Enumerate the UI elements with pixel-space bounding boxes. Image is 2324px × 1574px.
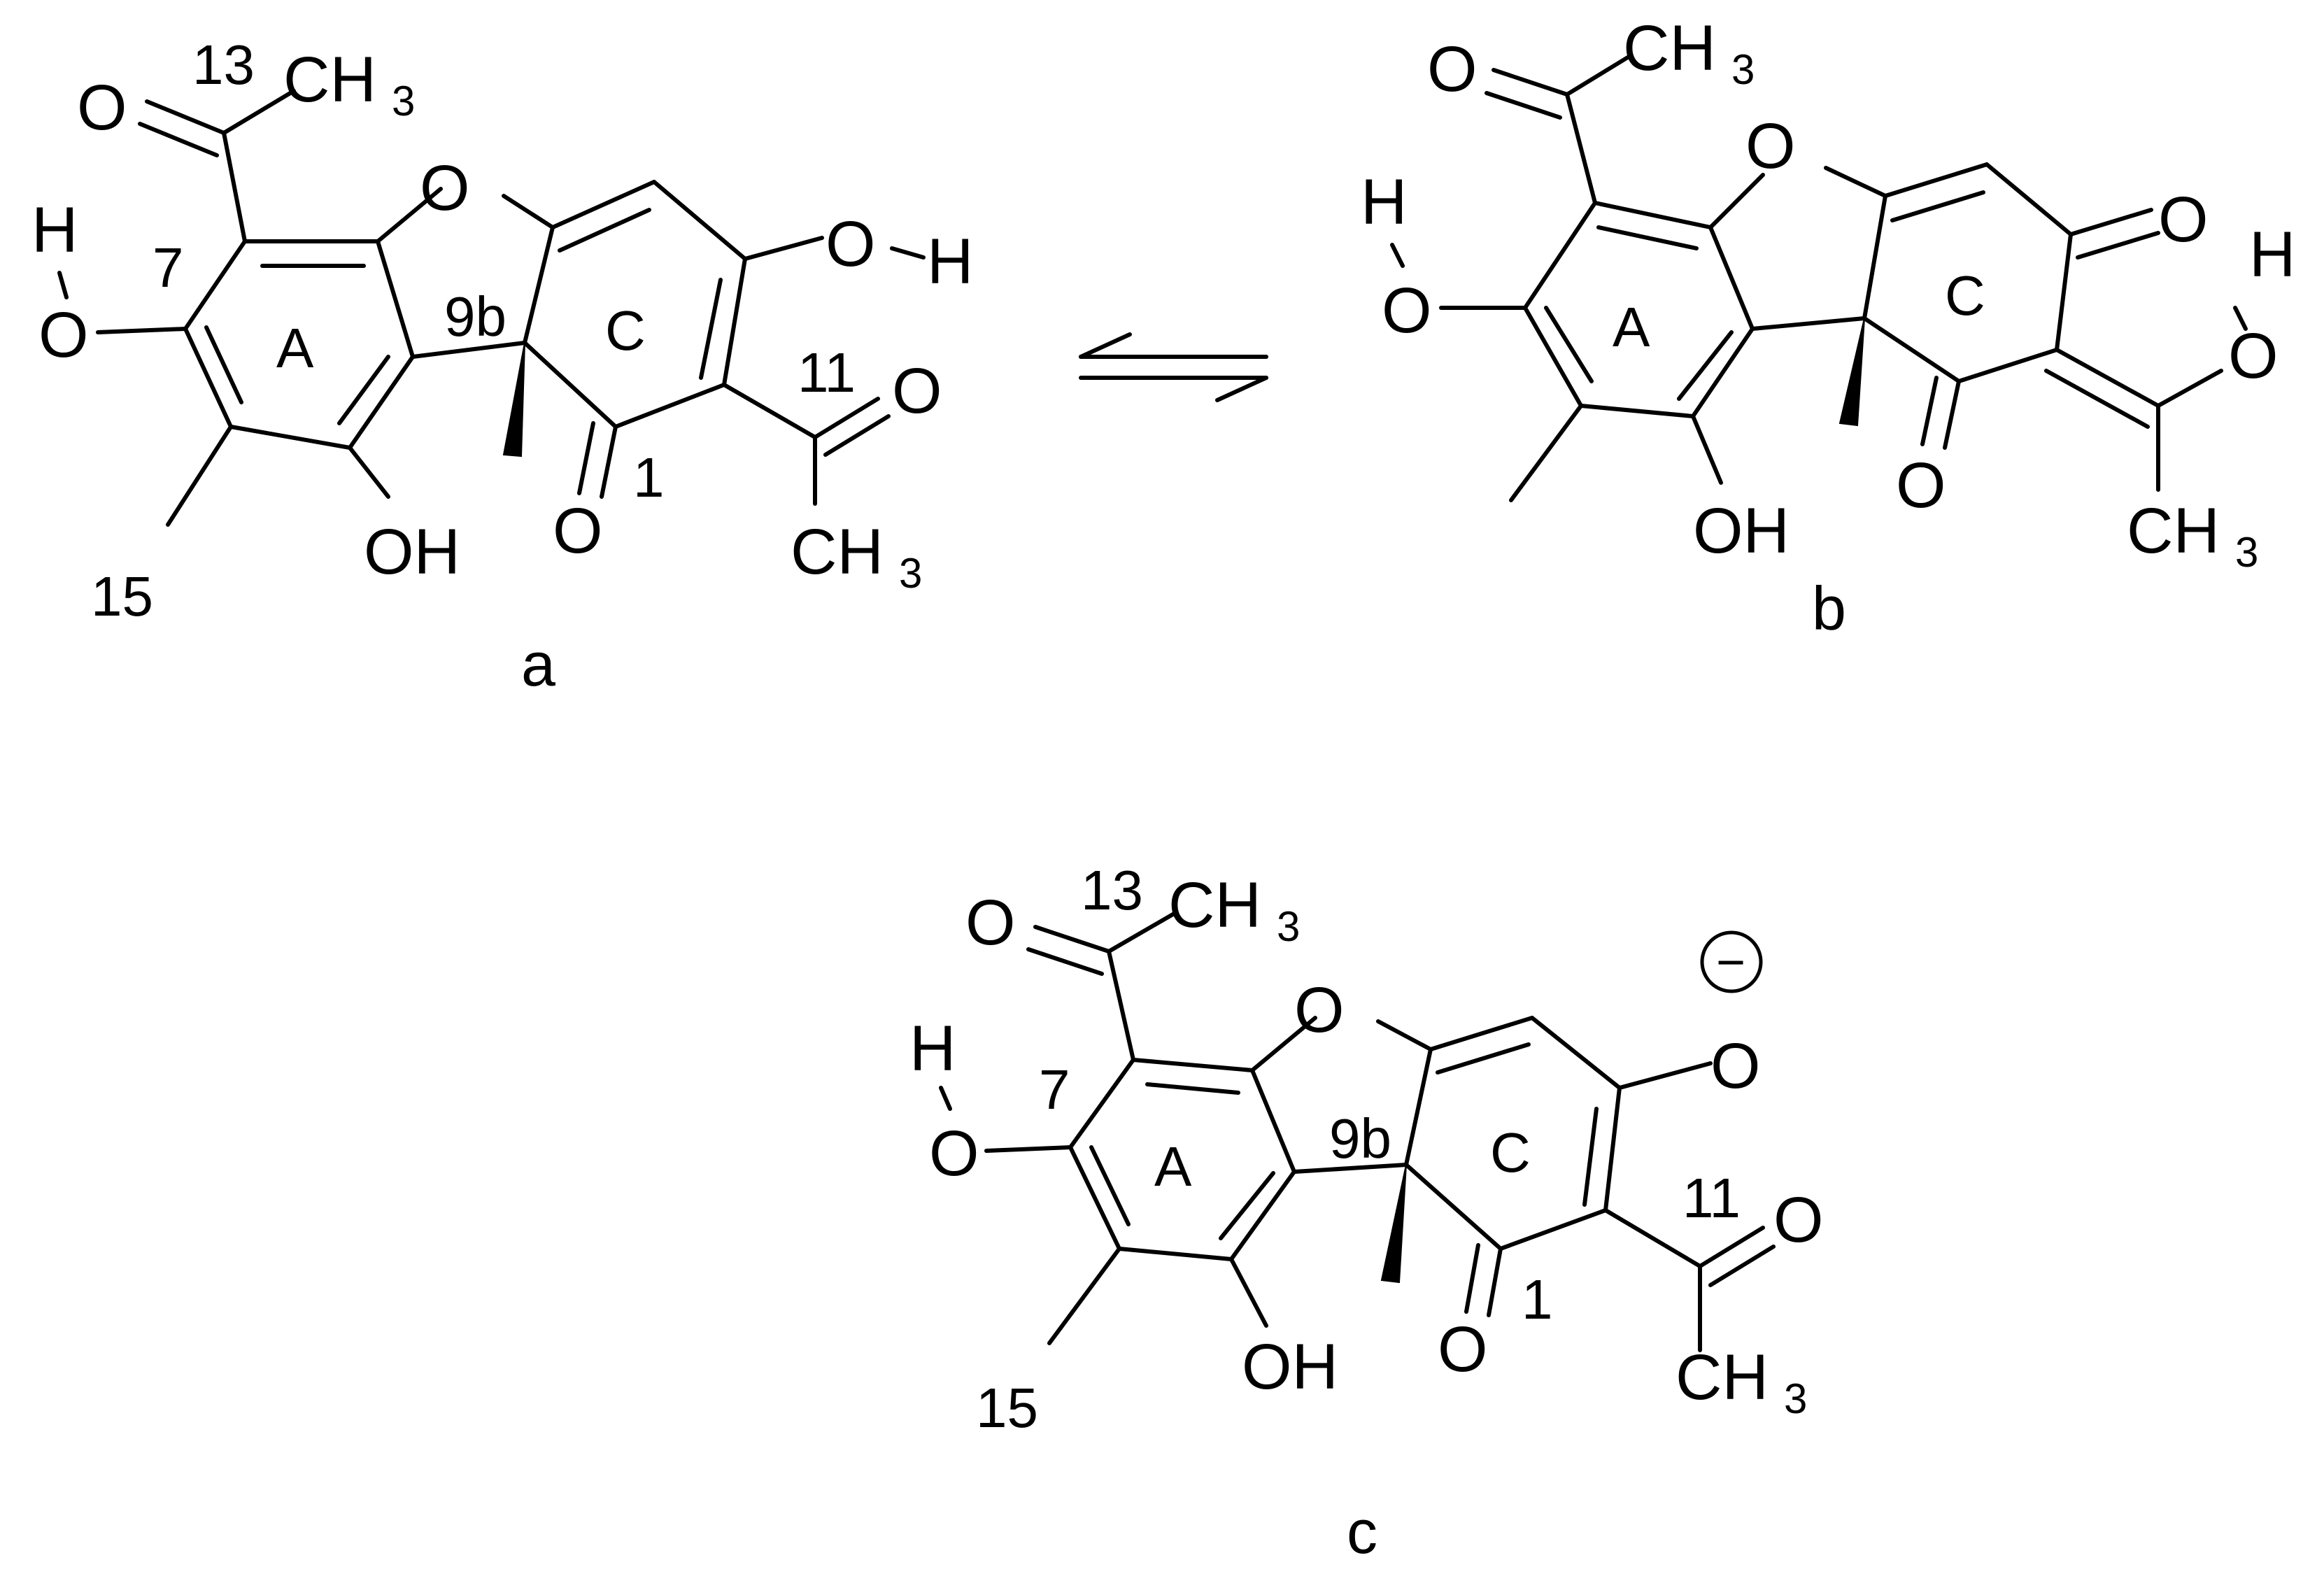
ch3-label: CH — [283, 44, 376, 115]
ch3-label: CH — [791, 516, 884, 588]
locant-15: 15 — [976, 1377, 1038, 1439]
subscript-3: 3 — [899, 550, 922, 597]
structure-caption-a: a — [521, 630, 555, 699]
locant-15: 15 — [91, 565, 153, 628]
oxygen-label: O — [965, 887, 1016, 958]
structure-b: O CH 3 O H O A C O H O O OH CH 3 b — [1361, 13, 2295, 643]
structure-c: − O 13 CH 3 O H O 7 A 9b C O 11 O 1 O OH… — [909, 859, 1824, 1566]
negative-charge-sign: − — [1716, 935, 1745, 991]
ch3-label: CH — [2127, 495, 2220, 567]
locant-9b: 9b — [444, 285, 506, 348]
hydrogen-label: H — [927, 226, 973, 297]
oxygen-label: O — [553, 495, 603, 567]
subscript-3: 3 — [1784, 1375, 1807, 1422]
ch3-label: CH — [1168, 870, 1261, 941]
oxygen-label: O — [77, 72, 127, 143]
structure-caption-b: b — [1812, 574, 1846, 643]
hydrogen-label: H — [909, 1013, 956, 1084]
hydroxyl-label: OH — [1242, 1331, 1338, 1403]
ch3-label: CH — [1675, 1342, 1769, 1413]
ring-label-c: C — [1945, 264, 1985, 327]
locant-7: 7 — [153, 236, 184, 299]
locant-7: 7 — [1039, 1058, 1070, 1121]
ch3-label: CH — [1623, 13, 1716, 84]
subscript-3: 3 — [2235, 529, 2258, 576]
oxygen-label: O — [892, 355, 942, 427]
oxygen-label: O — [1710, 1030, 1761, 1102]
furan-oxygen-label: O — [420, 153, 470, 224]
furan-oxygen-label: O — [1294, 974, 1345, 1046]
oxygen-label: O — [2228, 320, 2279, 392]
oxygen-label: O — [1438, 1314, 1488, 1385]
structure-a: O CH 3 13 O H O 7 A 9b C O H 11 O 1 O OH… — [31, 34, 973, 699]
ring-label-a: A — [1613, 296, 1650, 358]
locant-13: 13 — [1081, 859, 1143, 921]
hydrogen-label: H — [2249, 219, 2295, 290]
hydroxyl-label: OH — [364, 516, 460, 588]
structure-caption-c: c — [1347, 1497, 1377, 1566]
oxygen-label: O — [1382, 275, 1432, 346]
subscript-3: 3 — [1731, 46, 1755, 93]
ring-label-c: C — [605, 299, 646, 362]
subscript-3: 3 — [1277, 903, 1300, 950]
hydroxyl-label: OH — [1693, 495, 1790, 567]
locant-13: 13 — [192, 34, 255, 96]
oxygen-label: O — [1427, 34, 1478, 105]
oxygen-label: O — [929, 1118, 979, 1189]
hydrogen-label: H — [1361, 166, 1407, 238]
locant-11: 11 — [1682, 1167, 1741, 1229]
oxygen-label: O — [38, 299, 89, 371]
subscript-3: 3 — [392, 78, 415, 125]
ring-label-a: A — [276, 317, 314, 379]
oxygen-label: O — [1896, 450, 1946, 521]
oxygen-label: O — [2158, 184, 2209, 255]
locant-1: 1 — [633, 446, 665, 509]
locant-9b: 9b — [1329, 1107, 1391, 1170]
locant-1: 1 — [1522, 1268, 1553, 1331]
locant-11: 11 — [798, 341, 856, 404]
ring-label-c: C — [1490, 1121, 1531, 1184]
oxygen-label: O — [1773, 1184, 1824, 1256]
equilibrium-arrows — [1079, 332, 1268, 402]
hydrogen-label: H — [31, 194, 78, 266]
ring-label-a: A — [1154, 1135, 1192, 1198]
furan-oxygen-label: O — [1745, 111, 1796, 182]
oxygen-label: O — [826, 208, 876, 280]
